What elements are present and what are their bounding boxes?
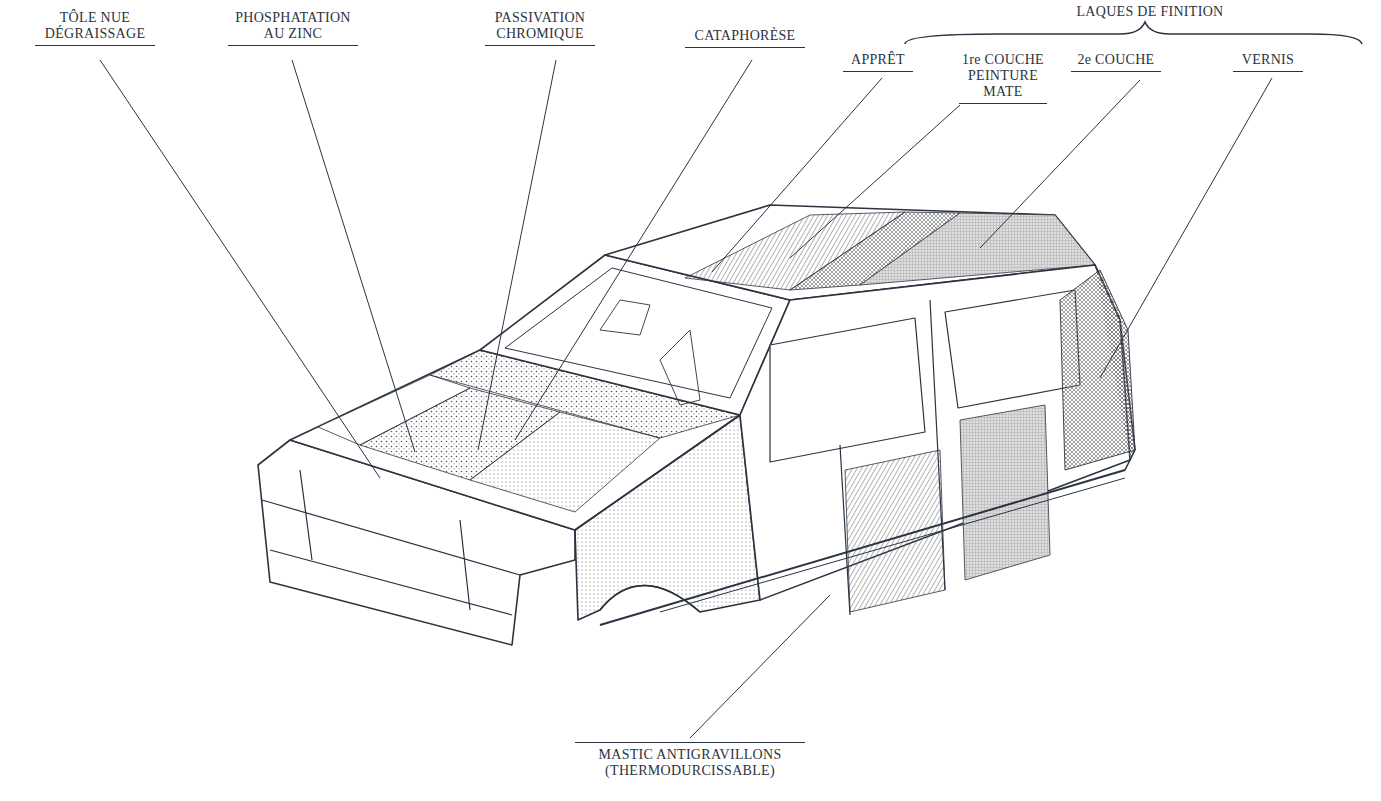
layer-label: PHOSPHATATION AU ZINC [228,10,358,46]
car-body [258,205,1135,645]
layer-label: VERNIS [1233,52,1303,72]
leader-lines [100,60,1272,738]
layer-label: 1re COUCHE PEINTURE MATE [959,52,1047,104]
brace [905,22,1362,44]
group-heading: LAQUES DE FINITION [1050,4,1250,23]
layer-label: CATAPHORÈSE [685,28,805,48]
layer-label: PASSIVATION CHROMIQUE [485,10,595,46]
layer-label: MASTIC ANTIGRAVILLONS (THERMODURCISSABLE… [575,742,805,779]
layer-label: TÔLE NUE DÉGRAISSAGE [35,10,155,46]
layer-label: APPRÊT [843,52,913,72]
layer-label: 2e COUCHE [1071,52,1161,72]
